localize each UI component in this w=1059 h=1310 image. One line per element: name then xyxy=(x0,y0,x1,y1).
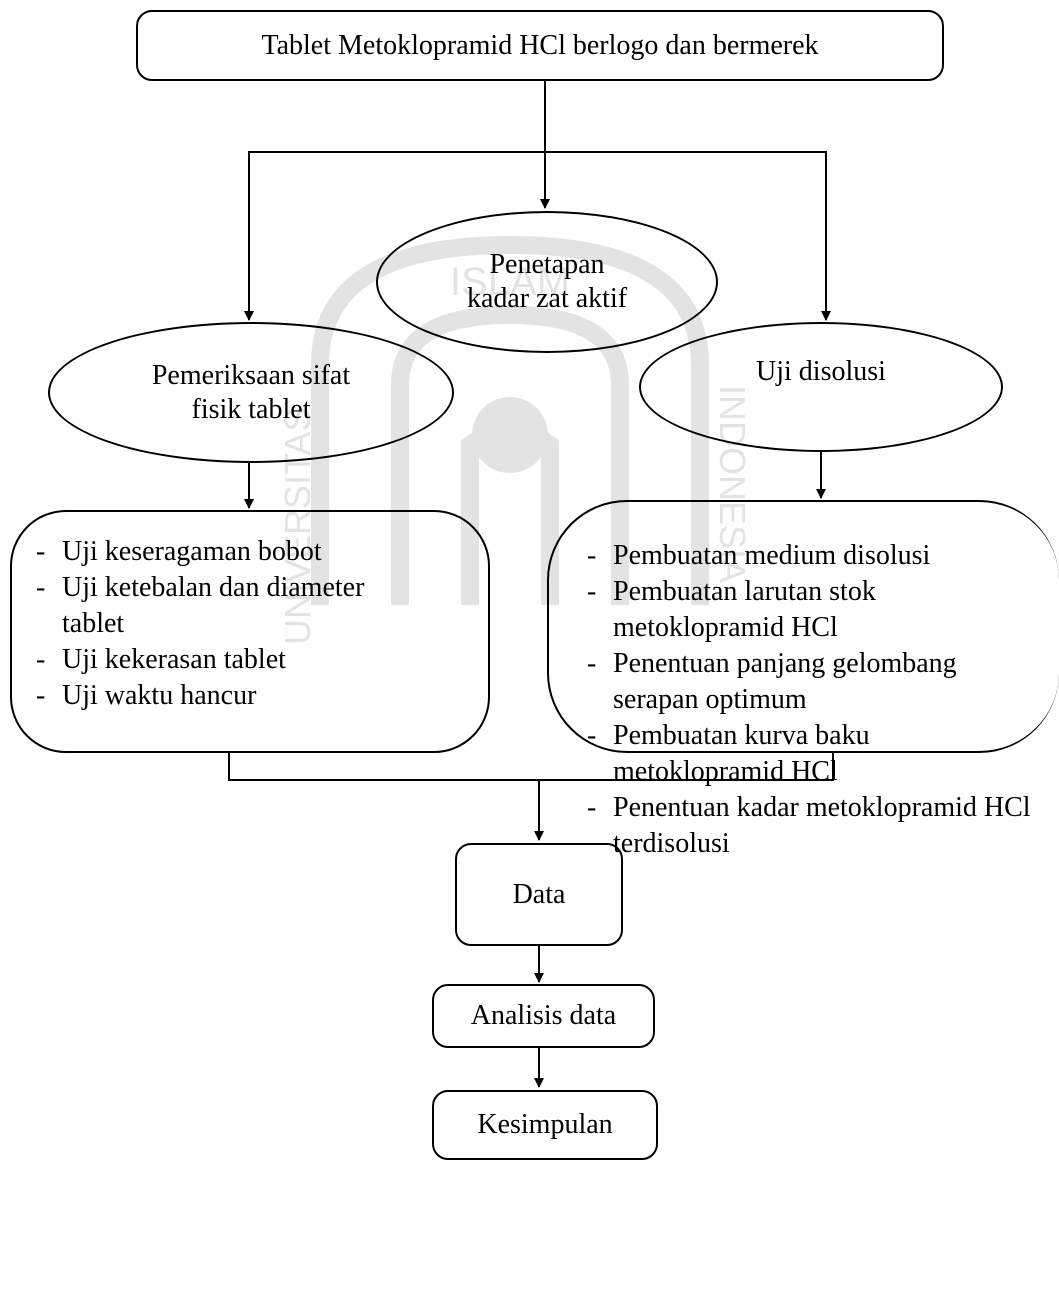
data-label: Data xyxy=(512,878,566,910)
dissolution-step-item: Pembuatan medium disolusi xyxy=(587,538,1037,574)
dissolution-steps-list: Pembuatan medium disolusi Pembuatan laru… xyxy=(587,538,1037,862)
assay-label: Penetapan kadar zat aktif xyxy=(466,249,628,314)
physical-test-item: Uji keseragaman bobot xyxy=(36,534,416,570)
physical-test-item: Uji kekerasan tablet xyxy=(36,642,416,678)
physical-tests-list: Uji keseragaman bobot Uji ketebalan dan … xyxy=(36,534,416,714)
analysis-label: Analisis data xyxy=(470,1000,617,1031)
analysis-node: Analisis data xyxy=(432,984,655,1048)
dissolution-steps-box: Pembuatan medium disolusi Pembuatan laru… xyxy=(547,500,1059,859)
physical-label: Pemeriksaan sifat fisik tablet xyxy=(151,359,351,425)
physical-test-item: Uji ketebalan dan diameter tablet xyxy=(36,570,416,642)
physical-tests-box: Uji keseragaman bobot Uji ketebalan dan … xyxy=(10,510,490,753)
start-node: Tablet Metoklopramid HCl berlogo dan ber… xyxy=(136,10,944,81)
conclusion-node: Kesimpulan xyxy=(432,1090,658,1160)
start-label: Tablet Metoklopramid HCl berlogo dan ber… xyxy=(261,29,819,61)
dissolution-label: Uji disolusi xyxy=(756,356,886,387)
dissolution-step-item: Penentuan kadar metoklopramid HCl terdis… xyxy=(587,790,1037,862)
branch-bar xyxy=(248,151,827,320)
data-node: Data xyxy=(455,843,623,946)
physical-test-item: Uji waktu hancur xyxy=(36,678,416,714)
dissolution-node: Uji disolusi xyxy=(639,322,1003,452)
dissolution-step-item: Pembuatan larutan stok metoklopramid HCl xyxy=(587,574,1037,646)
dissolution-step-item: Pembuatan kurva baku metoklopramid HCl xyxy=(587,718,1037,790)
physical-node: Pemeriksaan sifat fisik tablet xyxy=(48,322,454,463)
conclusion-label: Kesimpulan xyxy=(477,1109,613,1140)
dissolution-step-item: Penentuan panjang gelombang serapan opti… xyxy=(587,646,1037,718)
assay-node: Penetapan kadar zat aktif xyxy=(376,211,718,353)
